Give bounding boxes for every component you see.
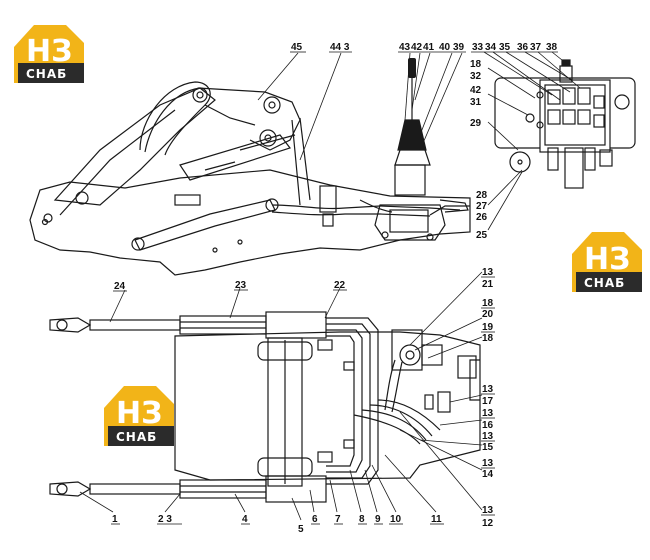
callout-17: 17: [482, 396, 494, 407]
callout-13-f: 13: [482, 505, 494, 516]
callout-42-valve: 42: [470, 85, 482, 96]
callout-21: 21: [482, 279, 494, 290]
callout-23: 23: [235, 280, 247, 291]
callout-13-d: 13: [482, 431, 494, 442]
callout-27: 27: [476, 201, 488, 212]
callout-13-a: 13: [482, 267, 494, 278]
callout-31: 31: [470, 97, 482, 108]
callout-44-3: 44 3: [330, 42, 350, 53]
callout-26: 26: [476, 212, 488, 223]
callout-28: 28: [476, 190, 488, 201]
leader-lines: [79, 51, 581, 521]
logo-bottom-text: СНАБ: [584, 276, 625, 290]
callout-8: 8: [359, 514, 365, 525]
plan-view: [49, 311, 481, 503]
callout-34: 34: [485, 42, 497, 53]
callout-13-c: 13: [482, 408, 494, 419]
callout-13-b: 13: [482, 384, 494, 395]
callout-12: 12: [482, 518, 494, 529]
callout-2-3: 2 3: [158, 514, 172, 525]
callout-16: 16: [482, 420, 494, 431]
callout-13-e: 13: [482, 458, 494, 469]
callout-7: 7: [335, 514, 341, 525]
logo-band: [18, 63, 84, 83]
callout-41: 41: [423, 42, 435, 53]
callout-1: 1: [112, 514, 118, 525]
multi-way-valve: [494, 59, 636, 189]
logo-lower-left: НЗ СНАБ: [104, 386, 174, 446]
callout-14: 14: [482, 469, 494, 480]
logo-top-text: НЗ: [584, 242, 630, 277]
callout-39: 39: [453, 42, 465, 53]
callout-5: 5: [298, 524, 304, 535]
callout-37: 37: [530, 42, 542, 53]
callout-45: 45: [291, 42, 303, 53]
logo-bottom-text: СНАБ: [26, 67, 67, 81]
callout-42: 42: [411, 42, 423, 53]
logo-bottom-text: СНАБ: [116, 430, 157, 444]
callout-15: 15: [482, 442, 494, 453]
callout-9: 9: [375, 514, 381, 525]
callout-4: 4: [242, 514, 248, 525]
control-lever: [359, 58, 469, 241]
callout-29: 29: [470, 118, 482, 129]
callout-10: 10: [390, 514, 402, 525]
logo-top-text: НЗ: [26, 34, 72, 69]
logo-top-left: НЗ СНАБ: [14, 25, 84, 83]
callout-labels: 45 44 3 43 42 41 40 39 33 34 35 36 37 38…: [112, 42, 558, 535]
callout-35: 35: [499, 42, 511, 53]
callout-18-b: 18: [482, 333, 494, 344]
callout-38: 38: [546, 42, 558, 53]
callout-43: 43: [399, 42, 411, 53]
callout-19: 19: [482, 322, 494, 333]
callout-underlines: [111, 51, 558, 525]
callout-25: 25: [476, 230, 488, 241]
callout-32: 32: [470, 71, 482, 82]
logo-top-text: НЗ: [116, 396, 162, 431]
callout-33: 33: [472, 42, 484, 53]
callout-40: 40: [439, 42, 451, 53]
callout-36: 36: [517, 42, 529, 53]
side-view: [29, 81, 471, 276]
callout-6: 6: [312, 514, 318, 525]
callout-18: 18: [470, 59, 482, 70]
logo-right: НЗ СНАБ: [572, 232, 642, 292]
callout-22: 22: [334, 280, 346, 291]
callout-24: 24: [114, 281, 126, 292]
callout-18-a: 18: [482, 298, 494, 309]
callout-11: 11: [431, 514, 442, 525]
callout-20: 20: [482, 309, 494, 320]
